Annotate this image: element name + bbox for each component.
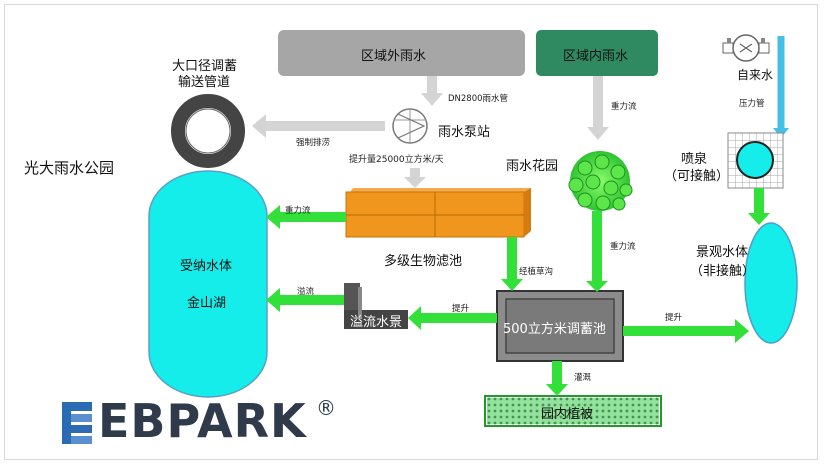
gravity-garden-label: 重力流: [610, 242, 636, 252]
tap-water-label: 自来水: [737, 68, 774, 82]
page-title: 光大雨水公园: [24, 159, 115, 177]
storage-tank-block: [496, 290, 624, 362]
slide-frame: [4, 4, 818, 460]
rain-garden-label: 雨水花园: [506, 159, 559, 174]
pipeline-ring-icon: [171, 94, 245, 168]
brand-name: EBPARK: [98, 394, 307, 448]
brand-registered-mark: ®: [316, 396, 336, 420]
gravity-filter-label: 重力流: [285, 206, 311, 216]
lift-capacity-label: 提升量25000立方米/天: [349, 155, 444, 165]
gravity-inside-label: 重力流: [611, 102, 637, 112]
outside-rain-label: 区域外雨水: [361, 49, 427, 64]
outside-rain-box: [278, 30, 525, 76]
park-vegetation-label: 园内植被: [541, 407, 594, 422]
jinshan-lake-label: 金山湖: [187, 296, 227, 311]
grass-ditch-label: 经植草沟: [519, 267, 554, 277]
landscape-water-label-1: 景观水体: [696, 245, 749, 260]
grey-arrows: [252, 76, 609, 188]
overflow-label: 溢流: [297, 287, 315, 297]
valve-icon: [722, 34, 770, 62]
lift-right-label: 提升: [665, 313, 683, 323]
pump-station-label: 雨水泵站: [438, 125, 491, 140]
landscape-water-body: [744, 222, 798, 344]
vegetation-fill: [487, 398, 659, 424]
forced-drain-label: 强制排涝: [296, 138, 331, 148]
storage-tank-label: 500立方米调蓄池: [503, 322, 606, 337]
pressure-pipe-label: 压力管: [739, 99, 765, 109]
pump-icon: [392, 108, 428, 144]
inside-rain-label: 区域内雨水: [563, 49, 629, 64]
overflow-feature-block: [344, 283, 408, 329]
lift-left-label: 提升: [452, 304, 470, 314]
green-arrows: [266, 188, 770, 396]
fountain-label-1: 喷泉: [681, 152, 708, 167]
pipeline-label-1: 大口径调蓄: [172, 59, 238, 74]
overflow-feature-label: 溢流水景: [350, 315, 403, 330]
ebpark-logo-icon: [62, 402, 92, 444]
receiving-water-label: 受纳水体: [180, 259, 233, 274]
irrigation-label: 灌溉: [574, 373, 592, 383]
fountain-icon: [727, 132, 784, 189]
rain-garden-icon: [568, 151, 633, 211]
pipeline-ring-inner: [185, 108, 231, 154]
fountain-label-2: （可接触）: [664, 169, 730, 184]
inside-rain-box: [536, 30, 658, 76]
receiving-water-body: [148, 170, 268, 398]
pipeline-label-2: 输送管道: [178, 75, 231, 90]
bio-filter-block: [345, 188, 531, 238]
dn2800-label: DN2800雨水管: [448, 94, 509, 104]
landscape-water-label-2: （非接触）: [690, 264, 756, 279]
bio-filter-label: 多级生物滤池: [384, 254, 463, 269]
